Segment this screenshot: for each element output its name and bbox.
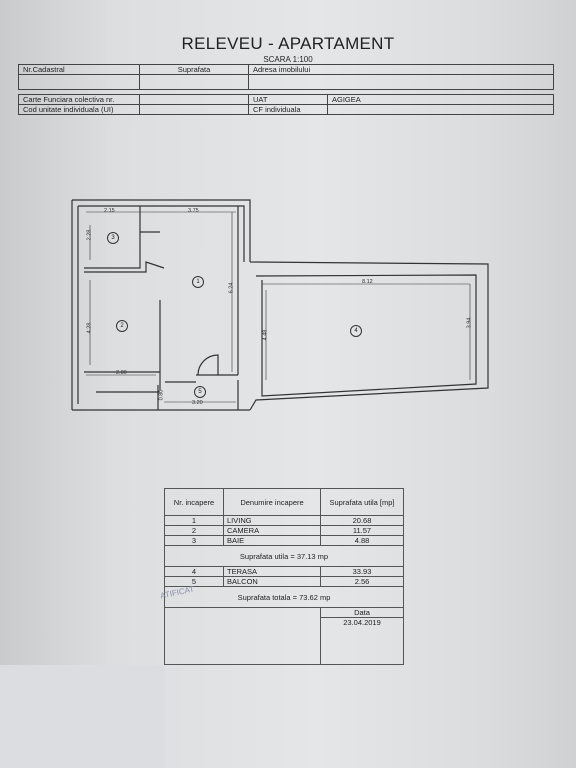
row-name: LIVING [223, 515, 321, 526]
data-value: 23.04.2019 [320, 617, 404, 665]
page-title: RELEVEU - APARTAMENT [181, 34, 395, 53]
outer-wall [72, 199, 251, 262]
room-4-marker: 4 [350, 325, 362, 337]
room-5-marker: 5 [194, 386, 206, 398]
door-arc [197, 354, 219, 376]
table-row: 5 BALCON 2.56 [164, 576, 404, 587]
dim-080: 0.80 [158, 389, 165, 401]
scale-label: SCARA 1:100 [263, 55, 313, 64]
col-nr-header: Nr. incapere [164, 488, 224, 516]
row-area: 4.88 [320, 535, 404, 546]
suprafata-utila: Suprafata utila = 37.13 mp [164, 545, 404, 567]
adresa-value [248, 74, 554, 90]
suprafata-totala: Suprafata totala = 73.62 mp [164, 586, 404, 608]
row-nr: 3 [164, 535, 224, 546]
dim-228: 2.28 [86, 229, 93, 241]
dim-215: 2.15 [104, 208, 115, 214]
room-3-marker: 3 [107, 232, 119, 244]
dim-428: 4.28 [86, 322, 93, 334]
row-area: 2.56 [320, 576, 404, 587]
col-suprafata-header: Suprafata utila [mp] [320, 488, 404, 516]
row-name: BALCON [223, 576, 321, 587]
terrace-wall [249, 261, 489, 411]
row-name: TERASA [223, 566, 321, 577]
room-1-marker: 1 [192, 276, 204, 288]
table-row: 2 CAMERA 11.57 [164, 525, 404, 536]
cf-individuala-value [327, 104, 554, 115]
dim-394: 3.94 [466, 317, 473, 329]
table-row: 4 TERASA 33.93 [164, 566, 404, 577]
row-area: 20.68 [320, 515, 404, 526]
row-area: 33.93 [320, 566, 404, 577]
outer-wall-inner [78, 205, 245, 262]
row-nr: 4 [164, 566, 224, 577]
terrace-inner [255, 274, 477, 397]
dim-448: 4.48 [262, 329, 269, 341]
row-nr: 2 [164, 525, 224, 536]
data-label: Data [320, 607, 404, 618]
dim-320: 3.20 [192, 400, 203, 406]
row-name: CAMERA [223, 525, 321, 536]
dim-375: 3.75 [188, 208, 199, 214]
dim-624: 6.24 [228, 282, 235, 294]
bathroom-wall [84, 206, 141, 269]
redacted-area [0, 665, 165, 768]
row-name: BAIE [223, 535, 321, 546]
table-row: 3 BAIE 4.88 [164, 535, 404, 546]
room-2-marker: 2 [116, 320, 128, 332]
info-table: Nr.Cadastral Suprafata Adresa imobilului… [18, 64, 554, 115]
signature-box [164, 607, 321, 665]
row-nr: 1 [164, 515, 224, 526]
row-nr: 5 [164, 576, 224, 587]
table-row: 1 LIVING 20.68 [164, 515, 404, 526]
rooms-table: Nr. incapere Denumire incapere Suprafata… [164, 488, 404, 665]
dim-812: 8.12 [362, 279, 373, 285]
row-area: 11.57 [320, 525, 404, 536]
dim-280: 2.80 [116, 370, 127, 376]
bedroom-wall [84, 261, 165, 273]
col-denumire-header: Denumire incapere [223, 488, 321, 516]
